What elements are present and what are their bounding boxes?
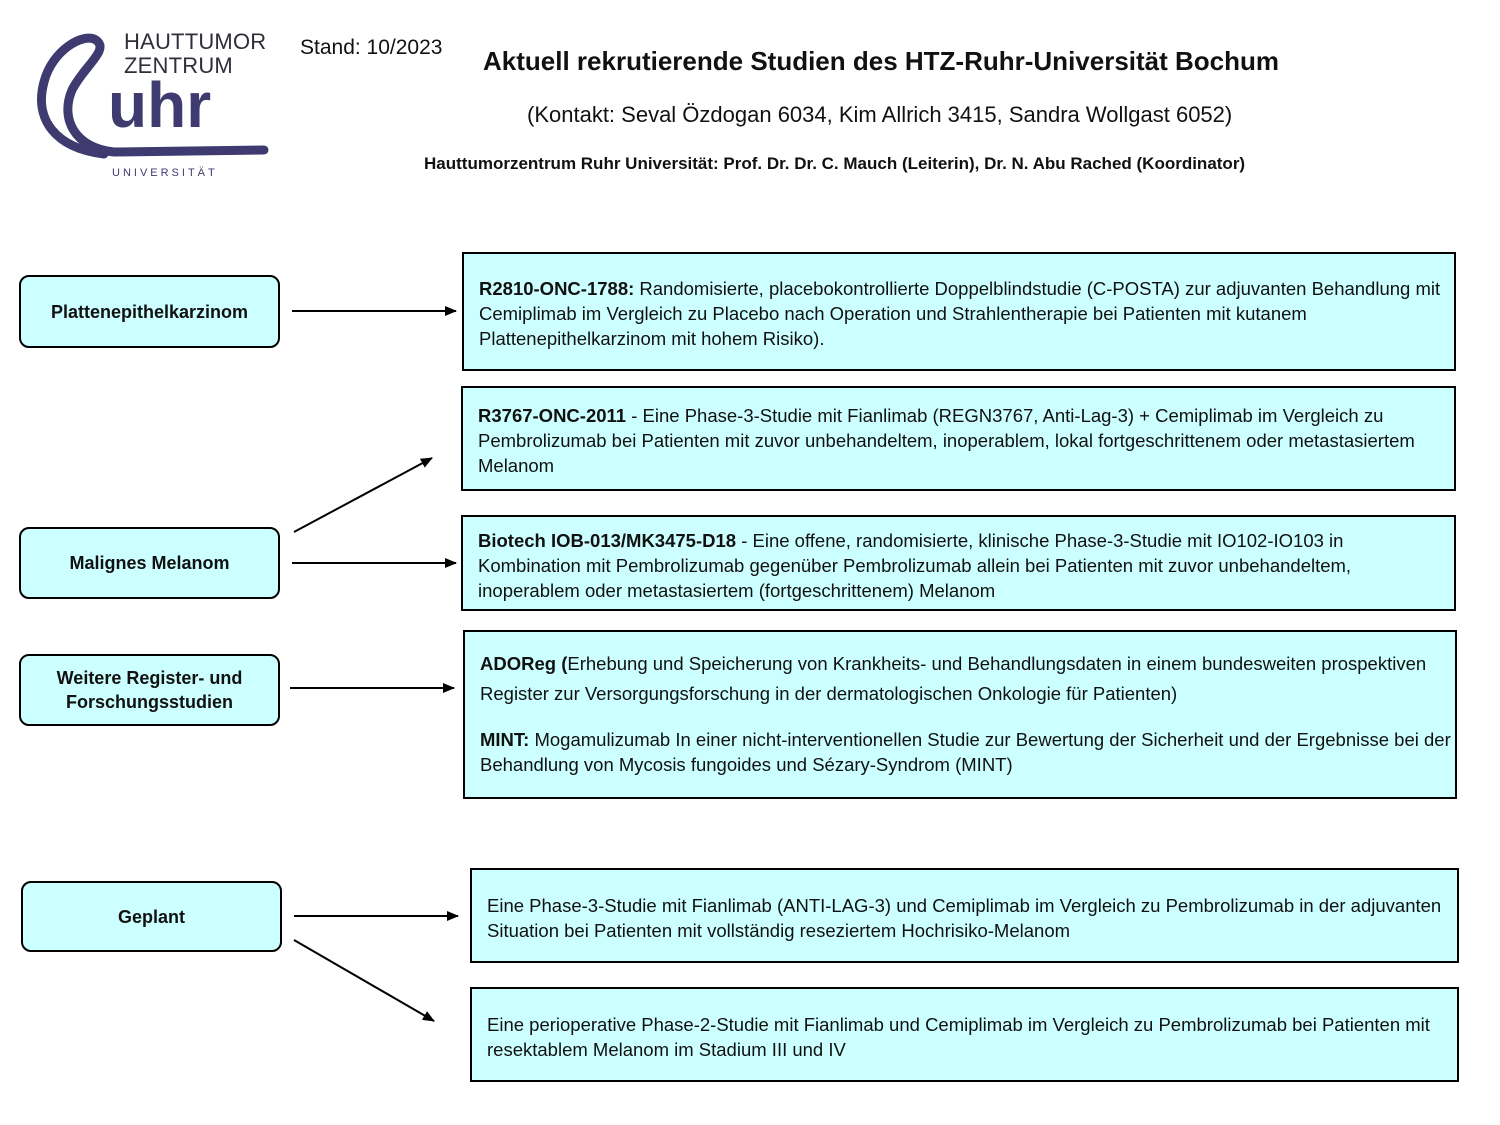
category-label: Geplant [117, 906, 185, 927]
study-code: MINT: [480, 729, 530, 750]
stand-date: Stand: 10/2023 [300, 36, 443, 59]
page-title: Aktuell rekrutierende Studien des HTZ-Ru… [483, 46, 1280, 76]
study-description: Eine Phase-3-Studie mit Fianlimab (ANTI-… [487, 895, 1442, 941]
study-code: R2810-ONC-1788: [479, 278, 635, 299]
study-code: R3767-ONC-2011 [478, 405, 627, 426]
category-weitere-studien: Weitere Register- und Forschungsstudien [19, 654, 280, 726]
study-code: ADOReg ( [480, 653, 568, 674]
category-label: Weitere Register- und Forschungsstudien [56, 668, 243, 712]
htz-logo: HAUTTUMOR ZENTRUM uhr UNIVERSITÄT [14, 22, 274, 187]
study-description: Eine perioperative Phase-2-Studie mit Fi… [487, 1014, 1430, 1060]
study-adoreg-mint: ADOReg (Erhebung und Speicherung von Kra… [463, 630, 1457, 799]
category-label: Malignes Melanom [69, 553, 230, 573]
contact-line: (Kontakt: Seval Özdogan 6034, Kim Allric… [527, 102, 1233, 127]
study-description: Randomisierte, placebokontrollierte Dopp… [479, 278, 1441, 349]
study-biotech-iob013: Biotech IOB-013/MK3475-D18 - Eine offene… [461, 515, 1456, 611]
category-plattenepithelkarzinom: Plattenepithelkarzinom [19, 275, 280, 348]
study-description: - Eine Phase-3-Studie mit Fianlimab (REG… [478, 405, 1415, 476]
study-planned-phase3: Eine Phase-3-Studie mit Fianlimab (ANTI-… [470, 868, 1459, 963]
study-description: Mogamulizumab In einer nicht-interventio… [480, 729, 1451, 775]
study-planned-phase2: Eine perioperative Phase-2-Studie mit Fi… [470, 987, 1459, 1082]
category-label: Plattenepithelkarzinom [50, 301, 249, 322]
arrow-melanom-up [293, 457, 433, 533]
logo-swirl-icon [37, 33, 269, 159]
category-geplant: Geplant [21, 881, 282, 952]
study-description: - Eine offene, randomisierte, klinische … [478, 530, 1352, 601]
logo-text-hauttumor: HAUTTUMOR [124, 29, 267, 54]
arrow-geplant-down [293, 939, 435, 1022]
study-r2810: R2810-ONC-1788: Randomisierte, placeboko… [462, 252, 1456, 371]
category-malignes-melanom: Malignes Melanom [19, 527, 280, 599]
logo-university: UNIVERSITÄT [112, 167, 218, 179]
logo-text-zentrum: ZENTRUM [124, 53, 233, 78]
study-code: Biotech IOB-013/MK3475-D18 [478, 530, 737, 551]
study-r3767: R3767-ONC-2011 - Eine Phase-3-Studie mit… [461, 386, 1456, 491]
logo-wordmark: uhr [108, 69, 212, 141]
study-description: Erhebung und Speicherung von Krankheits-… [480, 653, 1427, 704]
center-leadership: Hauttumorzentrum Ruhr Universität: Prof.… [424, 154, 1246, 173]
